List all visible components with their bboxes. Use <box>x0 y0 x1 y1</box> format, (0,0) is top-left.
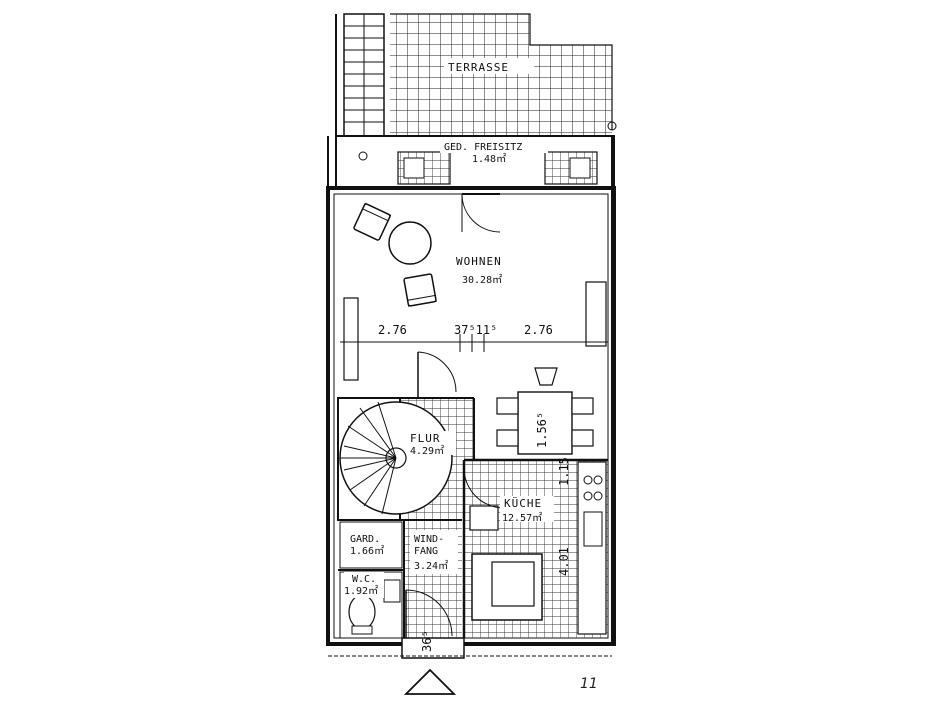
room-area-windfang: 3.24㎡ <box>414 560 448 572</box>
dimension-line <box>340 334 608 352</box>
room-label-wc: W.C. <box>352 574 376 585</box>
room-label-gard: GARD. <box>350 534 380 545</box>
dimension-left-width: 2.76 <box>378 323 407 337</box>
dimension-kitchen-gap: 1.15 <box>557 457 571 486</box>
spiral-staircase <box>337 397 453 521</box>
terrace <box>335 13 613 137</box>
dimension-middle: 37⁵11⁵ <box>454 323 497 337</box>
room-area-wohnen: 30.28㎡ <box>462 274 502 286</box>
room-label-wohnen: WOHNEN <box>456 255 502 268</box>
dimension-entry: 36⁵ <box>420 630 434 652</box>
outdoor-staircase <box>343 13 385 137</box>
room-label-windfang-2: FANG <box>414 546 438 557</box>
covered-seating <box>335 121 617 189</box>
room-label-kueche: KÜCHE <box>504 497 542 510</box>
room-area-flur: 4.29㎡ <box>410 445 444 457</box>
room-label-flur: FLUR <box>410 432 441 445</box>
dimension-dining-depth: 1.56⁵ <box>535 412 549 448</box>
dining-area <box>496 367 594 455</box>
room-area-wc: 1.92㎡ <box>344 585 378 597</box>
room-area-gard: 1.66㎡ <box>350 545 384 557</box>
page-number: 11 <box>580 676 598 692</box>
room-label-freisitz: GED. FREISITZ <box>444 142 522 153</box>
living-room <box>343 193 607 381</box>
room-area-freisitz: 1.48㎡ <box>472 153 506 165</box>
dimension-right-width: 2.76 <box>524 323 553 337</box>
kitchen <box>462 458 608 638</box>
entrance-arrow-icon <box>403 668 457 695</box>
dimension-kitchen-depth: 4.01 <box>557 547 571 576</box>
room-label-terrasse: TERRASSE <box>448 61 509 74</box>
room-area-kueche: 12.57㎡ <box>502 512 542 524</box>
room-label-windfang-1: WIND- <box>414 534 444 545</box>
